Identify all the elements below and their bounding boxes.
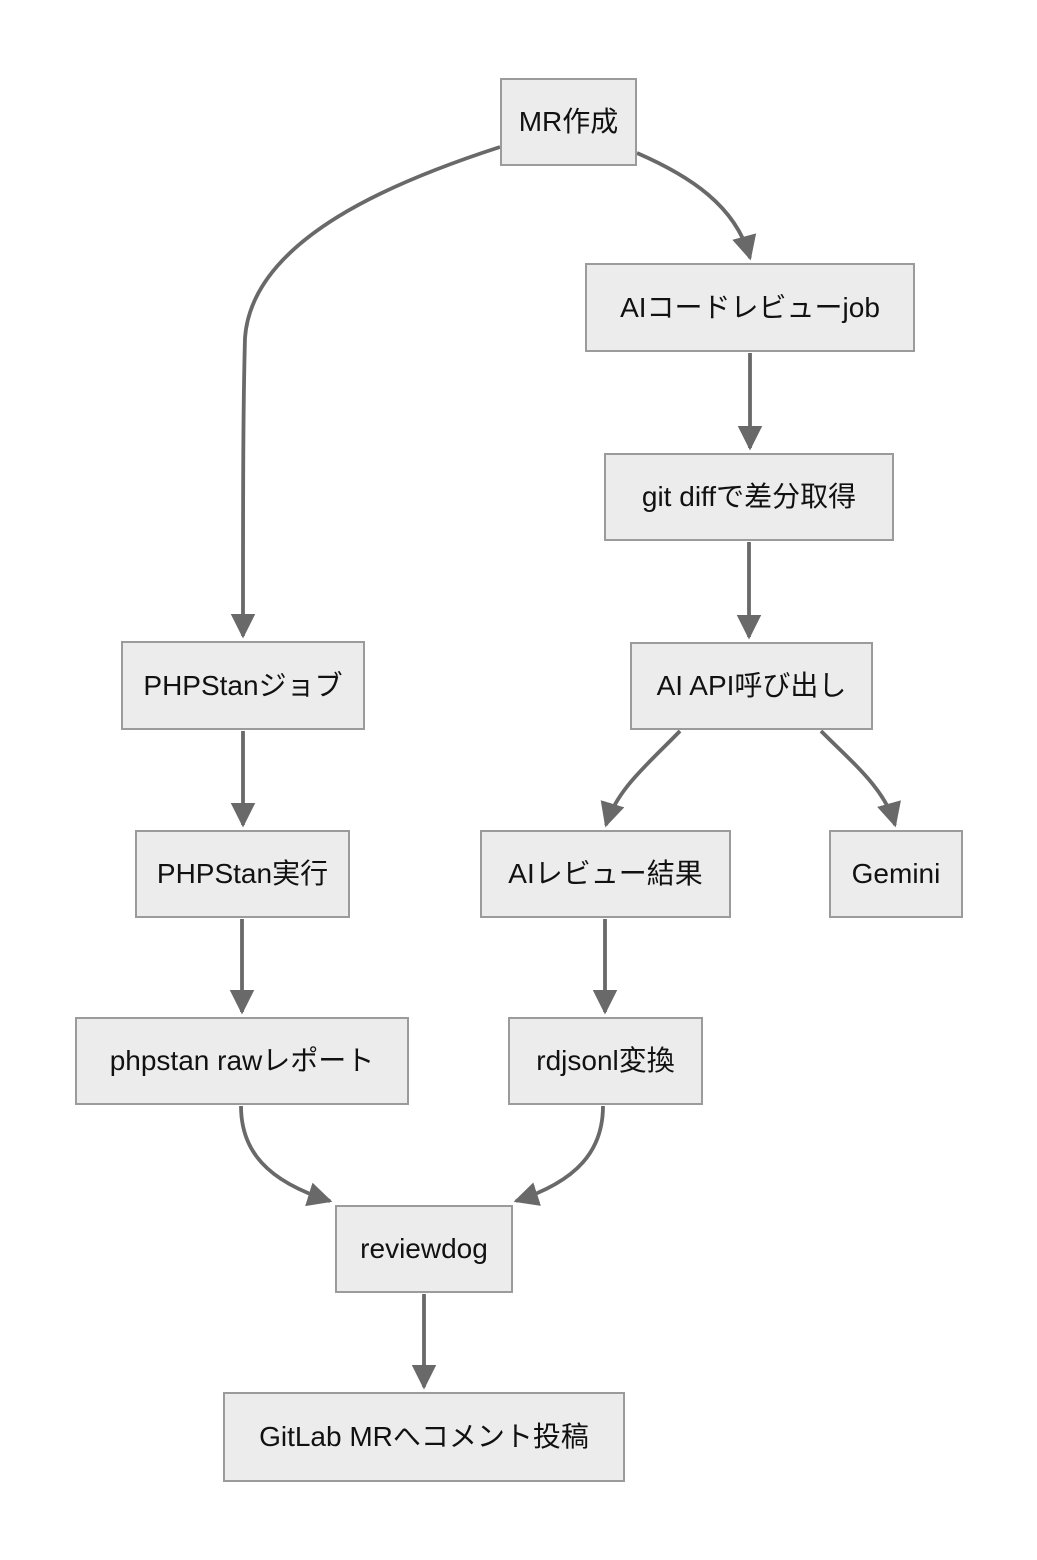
node-label: MR作成 xyxy=(518,106,619,138)
node-aijob: AIコードレビューjob xyxy=(585,263,915,352)
edge-phpraw-to-reviewdog xyxy=(239,1105,333,1207)
node-reviewdog: reviewdog xyxy=(335,1205,513,1293)
node-aiapi: AI API呼び出し xyxy=(630,642,873,730)
node-label: git diffで差分取得 xyxy=(641,481,857,513)
node-label: phpstan rawレポート xyxy=(109,1045,375,1077)
node-label: GitLab MRへコメント投稿 xyxy=(259,1421,589,1453)
node-gemini: Gemini xyxy=(829,830,963,918)
node-label: reviewdog xyxy=(360,1233,488,1265)
node-airesult: AIレビュー結果 xyxy=(480,830,731,918)
node-mr: MR作成 xyxy=(500,78,637,166)
node-phpjob: PHPStanジョブ xyxy=(121,641,365,730)
node-label: AI API呼び出し xyxy=(656,670,847,702)
node-gitlab: GitLab MRへコメント投稿 xyxy=(223,1392,625,1482)
node-label: AIレビュー結果 xyxy=(508,858,703,890)
node-label: rdjsonl変換 xyxy=(536,1045,675,1077)
node-phprun: PHPStan実行 xyxy=(135,830,350,918)
edge-aiapi-to-gemini xyxy=(819,729,901,828)
node-label: PHPStan実行 xyxy=(156,858,329,890)
edge-aiapi-to-airesult xyxy=(600,729,682,828)
node-label: Gemini xyxy=(851,858,941,890)
node-rdjsonl: rdjsonl変換 xyxy=(508,1017,703,1105)
node-gitdiff: git diffで差分取得 xyxy=(604,453,894,541)
node-label: PHPStanジョブ xyxy=(143,669,343,701)
edge-rdjsonl-to-reviewdog xyxy=(513,1105,605,1206)
node-label: AIコードレビューjob xyxy=(620,291,880,323)
edge-mr-to-aijob xyxy=(636,151,757,261)
node-phpraw: phpstan rawレポート xyxy=(75,1017,409,1105)
edge-mr-to-phpjob xyxy=(230,145,501,639)
